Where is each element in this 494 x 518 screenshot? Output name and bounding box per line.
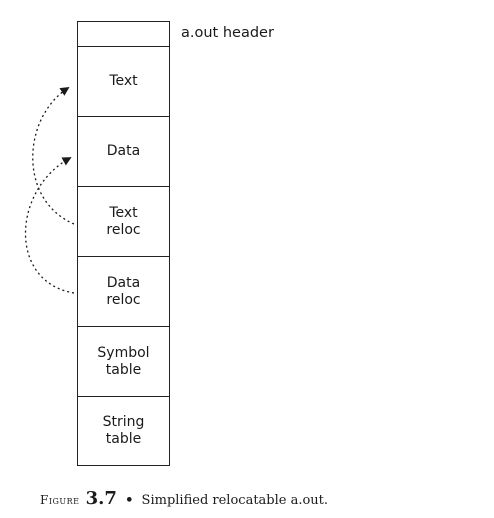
- caption-figure-number: 3.7: [85, 488, 117, 509]
- caption-text: Simplified relocatable a.out.: [141, 493, 329, 508]
- caption-bullet: •: [125, 493, 134, 508]
- aout-section-stack: Text Data Text reloc Data reloc Symbol t…: [77, 21, 170, 466]
- section-data-reloc: Data reloc: [78, 256, 169, 326]
- figure-caption: Figure 3.7 • Simplified relocatable a.ou…: [40, 490, 328, 510]
- section-data: Data: [78, 116, 169, 186]
- aout-header-label: a.out header: [181, 25, 274, 41]
- caption-figure-word: Figure: [40, 493, 80, 507]
- section-string-table: String table: [78, 396, 169, 465]
- arrow-text-reloc-to-text: [32, 87, 75, 225]
- section-text: Text: [78, 46, 169, 116]
- section-symbol-table: Symbol table: [78, 326, 169, 396]
- section-text-reloc: Text reloc: [78, 186, 169, 256]
- arrow-data-reloc-to-data: [24, 157, 75, 294]
